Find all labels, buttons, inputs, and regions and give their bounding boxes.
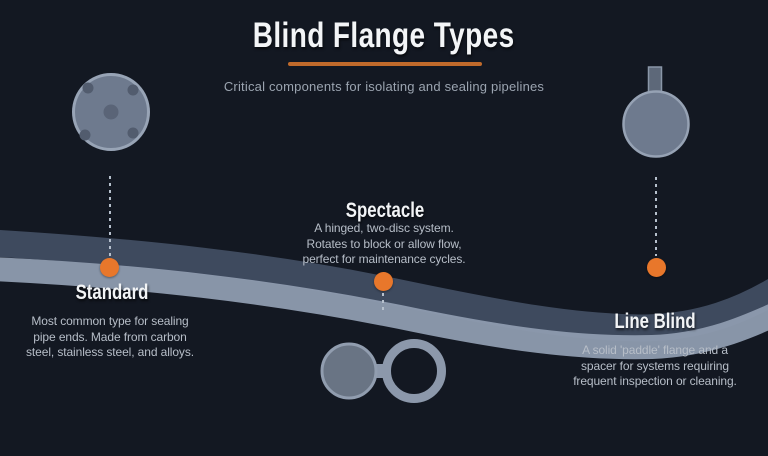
- standard-connector-line: [109, 176, 111, 256]
- title-underline: [288, 62, 482, 66]
- standard-marker-dot: [100, 258, 119, 277]
- line-blind-connector-line: [655, 177, 657, 256]
- page-subtitle: Critical components for isolating and se…: [223, 79, 545, 94]
- paddle-flange-icon: [622, 66, 690, 158]
- standard-section-title: Standard: [66, 281, 157, 305]
- blind-flange-face-icon: [72, 73, 150, 151]
- wave-band-light: [0, 257, 768, 360]
- wave-band-dark: [0, 229, 768, 342]
- spectacle-flange-icon: [320, 339, 446, 403]
- line-blind-marker-dot: [647, 258, 666, 277]
- standard-description: Most common type for sealing pipe ends. …: [26, 314, 194, 359]
- spectacle-marker-dot: [374, 272, 393, 291]
- page-title: Blind Flange Types: [0, 16, 768, 56]
- spectacle-description: A hinged, two-disc system. Rotates to bl…: [302, 221, 466, 266]
- line-blind-title-text: Line Blind: [614, 310, 696, 333]
- spectacle-section-title: Spectacle: [336, 199, 434, 223]
- spectacle-title-text: Spectacle: [345, 199, 425, 222]
- standard-title-text: Standard: [75, 281, 149, 304]
- line-blind-section-title: Line Blind: [604, 310, 706, 334]
- line-blind-description: A solid 'paddle' flange and a spacer for…: [573, 343, 737, 388]
- spectacle-connector-line: [382, 293, 384, 313]
- page-title-text: Blind Flange Types: [253, 16, 515, 55]
